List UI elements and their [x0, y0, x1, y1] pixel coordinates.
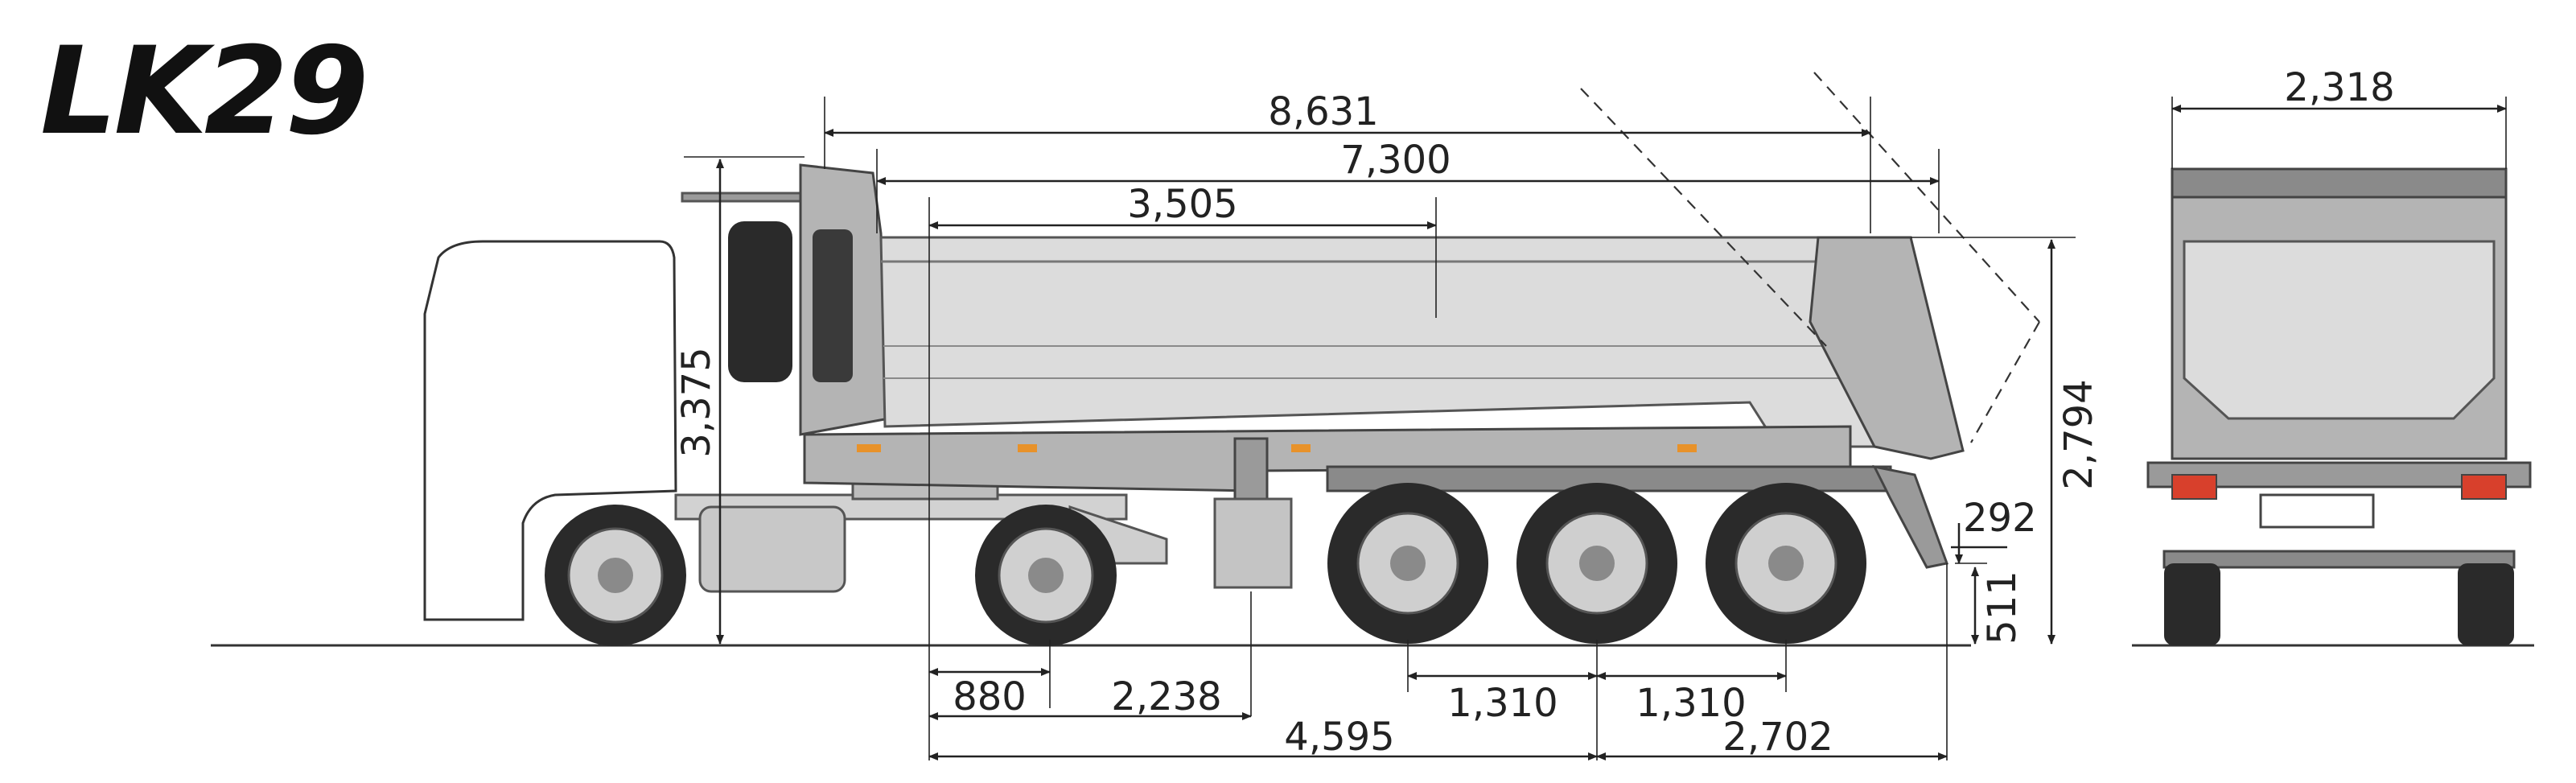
hose-bracket — [813, 229, 853, 382]
rear-view — [2146, 167, 2532, 645]
dimension-lines — [684, 97, 2507, 760]
dim-kingpin-to-support: 2,238 — [1111, 674, 1221, 719]
dim-rear-overhang: 2,702 — [1722, 715, 1833, 760]
trailer-unit — [728, 72, 2040, 644]
dim-axle-spacing-1: 1,310 — [1447, 681, 1558, 726]
toolbox — [1213, 497, 1293, 589]
rear-tire-left — [2164, 563, 2220, 645]
tractor-unit — [423, 192, 1168, 646]
dim-overall-width: 2,318 — [2284, 65, 2394, 110]
rear-view-top-rail — [2171, 167, 2508, 199]
dim-body-height: 2,794 — [2056, 379, 2101, 489]
dimension-labels: 8,631 7,300 3,505 3,375 2,794 292 511 88… — [674, 65, 2395, 760]
rear-lamp-left — [2171, 474, 2217, 500]
dim-rear-clearance: 292 — [1963, 496, 2037, 541]
dim-overall-length: 8,631 — [1268, 89, 1378, 134]
dim-overall-height: 3,375 — [674, 347, 719, 457]
underrun-bar — [1872, 464, 1949, 569]
trailer-axle-3-wheel — [1706, 483, 1866, 644]
dim-body-section: 3,505 — [1127, 182, 1237, 227]
license-plate — [2259, 493, 2375, 529]
tractor-rear-wheel — [975, 505, 1117, 646]
exhaust-stack — [681, 192, 806, 203]
trailer-axle-1-wheel — [1327, 483, 1488, 644]
dim-axle-spacing-2: 1,310 — [1636, 681, 1746, 726]
marker-lamp — [1018, 444, 1037, 452]
model-logo: LK29 — [40, 22, 366, 162]
marker-lamp — [1677, 444, 1697, 452]
marker-lamp — [857, 444, 881, 452]
rear-view-underrun — [2162, 550, 2516, 569]
rear-tire-right — [2458, 563, 2514, 645]
fuel-tank — [698, 505, 846, 593]
dim-underrun-height: 511 — [1980, 571, 2025, 645]
spare-tire — [728, 221, 792, 382]
dim-kingpin-to-axle: 4,595 — [1284, 715, 1394, 760]
tractor-front-wheel — [545, 505, 686, 646]
tipping-dash-line — [1970, 321, 2040, 443]
tipping-dash-line — [1813, 72, 2040, 323]
tractor-cab — [423, 240, 677, 621]
rear-view-tailgate — [2183, 240, 2496, 420]
marker-lamp — [1291, 444, 1311, 452]
rear-lamp-right — [2461, 474, 2507, 500]
dim-kingpin-front: 880 — [953, 674, 1027, 719]
dim-body-length: 7,300 — [1340, 138, 1451, 183]
tipper-body — [879, 236, 1951, 448]
trailer-axle-2-wheel — [1516, 483, 1677, 644]
